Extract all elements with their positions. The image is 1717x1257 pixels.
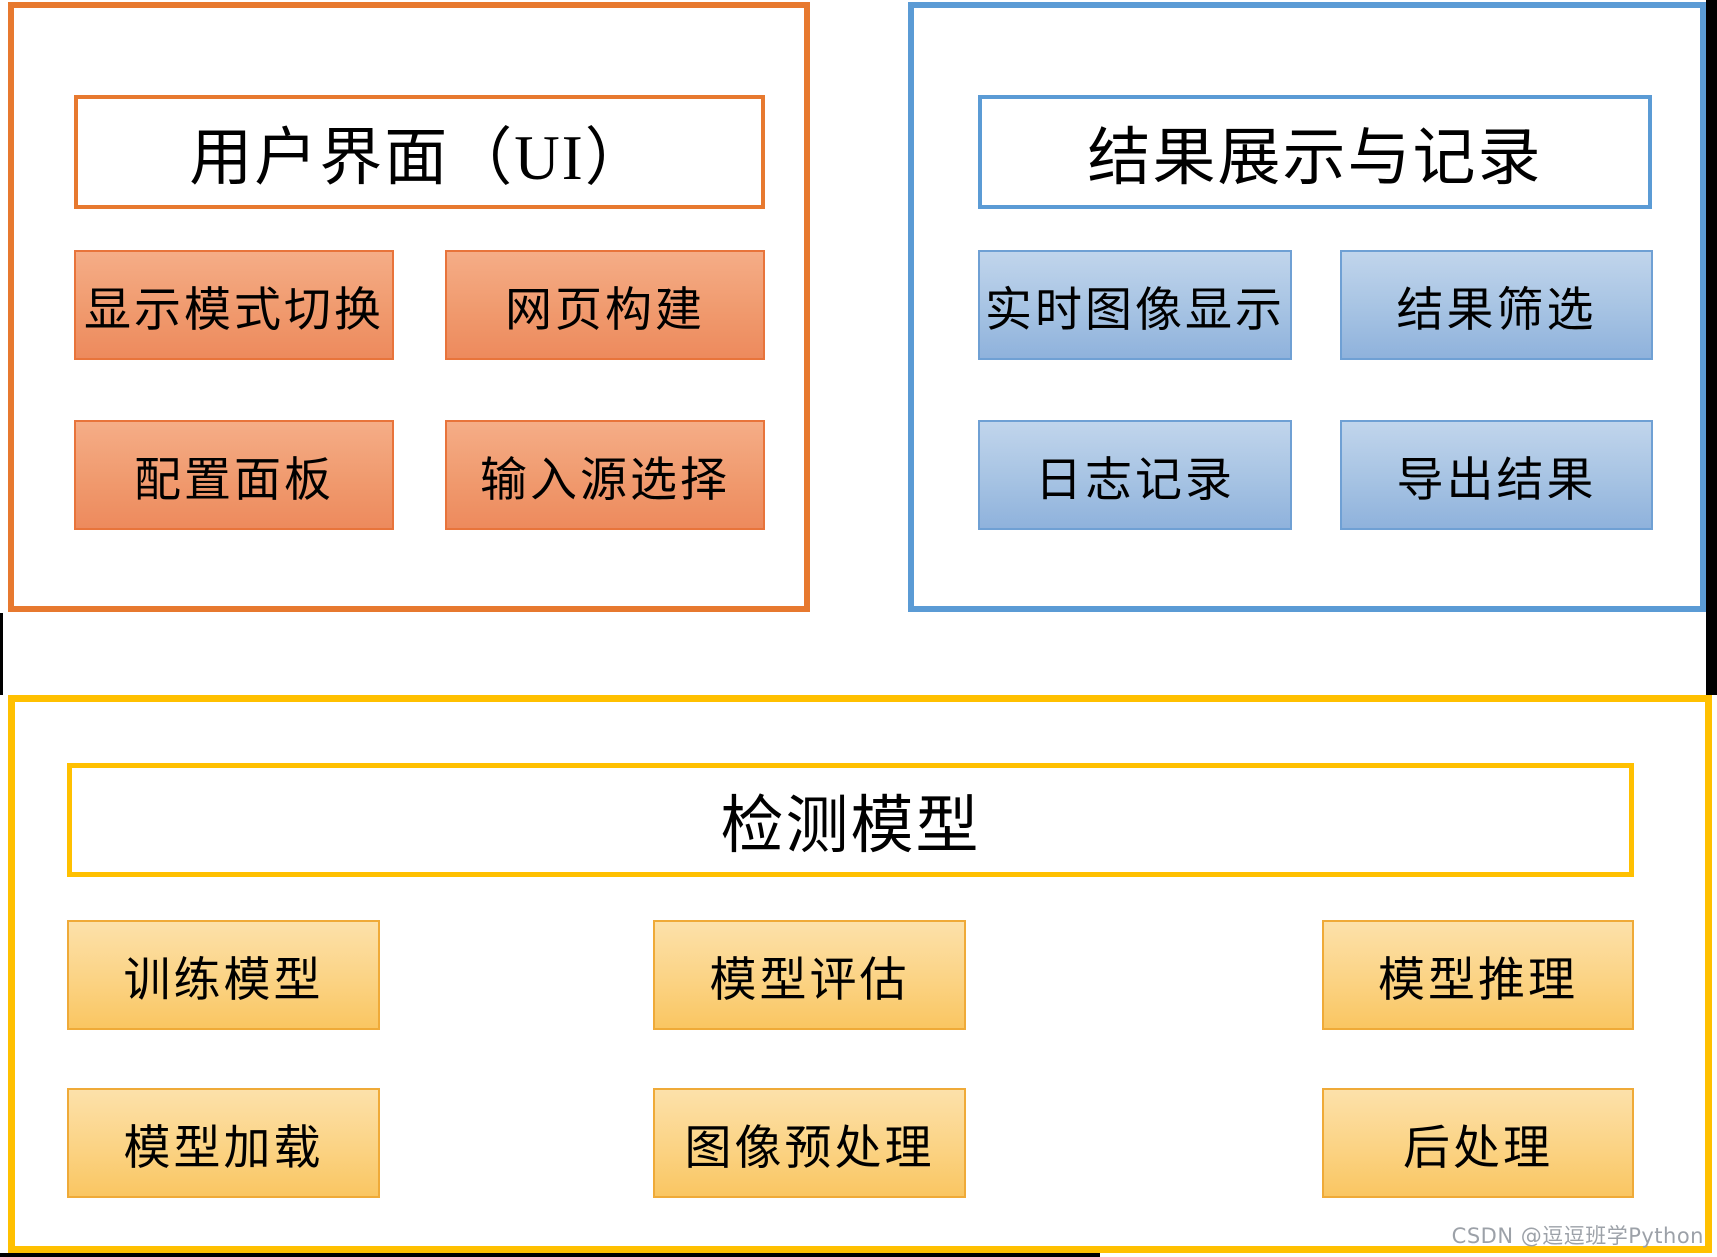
model-item-label: 训练模型 — [123, 954, 324, 1007]
ui-item-display-mode-switch: 显示模式切换 — [74, 250, 394, 360]
model-item-model-eval: 模型评估 — [653, 920, 966, 1030]
black-edge-bottom — [0, 1253, 1100, 1257]
results-section-frame — [908, 2, 1706, 612]
csdn-watermark: CSDN @逗逗班学Python — [1451, 1224, 1704, 1248]
results-item-export-results: 导出结果 — [1340, 420, 1653, 530]
model-item-model-load: 模型加载 — [67, 1088, 380, 1198]
results-item-result-filter: 结果筛选 — [1340, 250, 1653, 360]
model-item-model-inference: 模型推理 — [1322, 920, 1634, 1030]
results-section-title: 结果展示与记录 — [978, 95, 1652, 209]
model-item-image-preprocess: 图像预处理 — [653, 1088, 966, 1198]
model-section-title-label: 检测模型 — [720, 790, 981, 861]
black-edge-left — [0, 613, 3, 695]
results-item-realtime-image-display: 实时图像显示 — [978, 250, 1292, 360]
ui-item-label: 网页构建 — [505, 284, 705, 337]
ui-item-web-page-build: 网页构建 — [445, 250, 765, 360]
model-item-label: 后处理 — [1403, 1122, 1553, 1175]
model-item-post-process: 后处理 — [1322, 1088, 1634, 1198]
results-item-label: 日志记录 — [1035, 454, 1235, 507]
model-item-label: 图像预处理 — [684, 1122, 935, 1175]
ui-item-config-panel: 配置面板 — [74, 420, 394, 530]
ui-section-title-label: 用户界面（UI） — [189, 122, 650, 193]
ui-item-label: 配置面板 — [134, 454, 334, 507]
ui-item-label: 输入源选择 — [480, 454, 730, 507]
ui-section-frame — [8, 2, 810, 612]
model-item-label: 模型加载 — [123, 1122, 324, 1175]
results-item-log-record: 日志记录 — [978, 420, 1292, 530]
ui-item-label: 显示模式切换 — [84, 284, 384, 337]
model-item-label: 模型评估 — [709, 954, 910, 1007]
results-section-title-label: 结果展示与记录 — [1087, 122, 1543, 193]
results-item-label: 实时图像显示 — [985, 284, 1285, 337]
results-item-label: 导出结果 — [1396, 454, 1597, 507]
ui-section-title: 用户界面（UI） — [74, 95, 765, 209]
model-item-train-model: 训练模型 — [67, 920, 380, 1030]
model-section-frame — [8, 695, 1712, 1253]
model-item-label: 模型推理 — [1378, 954, 1578, 1007]
model-section-title: 检测模型 — [67, 763, 1634, 877]
ui-item-input-source-select: 输入源选择 — [445, 420, 765, 530]
results-item-label: 结果筛选 — [1396, 284, 1597, 337]
